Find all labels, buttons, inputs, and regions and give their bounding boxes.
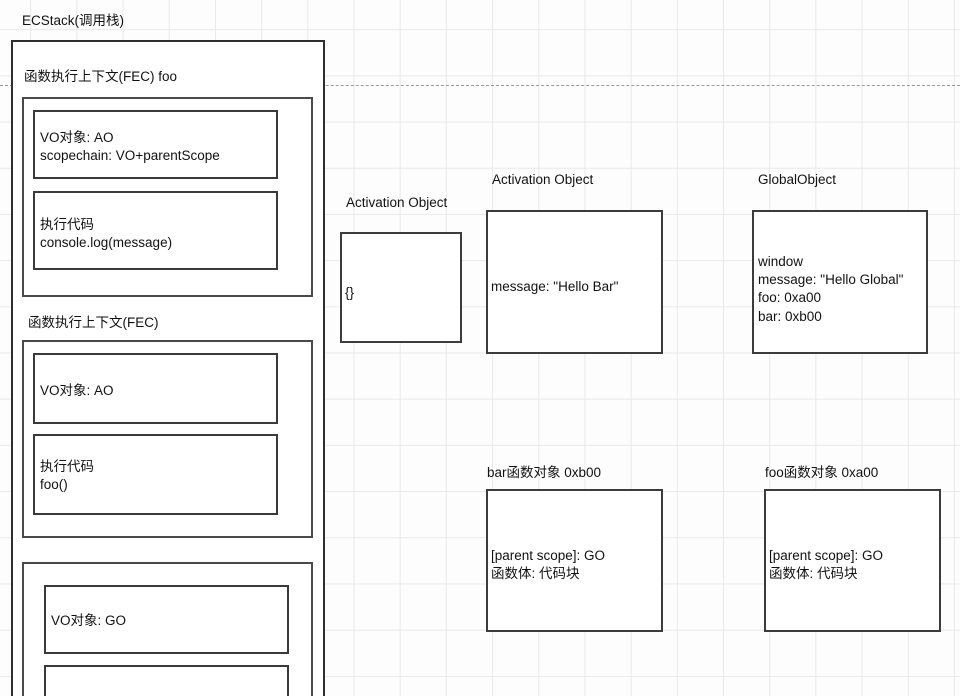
fec-slot-0-1: 执行代码 console.log(message) bbox=[33, 191, 278, 270]
object-box-1: message: "Hello Bar" bbox=[486, 210, 663, 354]
object-caption-2: GlobalObject bbox=[758, 172, 837, 187]
fec-title-0: 函数执行上下文(FEC) foo bbox=[24, 69, 178, 84]
object-caption-4: foo函数对象 0xa00 bbox=[765, 465, 879, 480]
object-caption-0: Activation Object bbox=[346, 195, 448, 210]
fec-title-1: 函数执行上下文(FEC) bbox=[28, 315, 159, 330]
fec-slot-text-0-1: 执行代码 console.log(message) bbox=[40, 217, 173, 251]
object-caption-1: Activation Object bbox=[492, 172, 594, 187]
object-body-0: {} bbox=[345, 285, 355, 300]
object-body-3: [parent scope]: GO 函数体: 代码块 bbox=[491, 548, 606, 582]
object-box-4: [parent scope]: GO 函数体: 代码块 bbox=[764, 489, 941, 632]
fec-slot-0-0: VO对象: AO scopechain: VO+parentScope bbox=[33, 110, 278, 179]
fec-slot-2-1 bbox=[44, 665, 289, 696]
dashed-guide-line bbox=[0, 85, 960, 86]
fec-slot-2-0: VO对象: GO bbox=[44, 585, 289, 654]
object-box-2: window message: "Hello Global" foo: 0xa0… bbox=[752, 210, 928, 354]
fec-slot-1-0: VO对象: AO bbox=[33, 353, 278, 424]
object-box-3: [parent scope]: GO 函数体: 代码块 bbox=[486, 489, 663, 632]
object-body-2: window message: "Hello Global" foo: 0xa0… bbox=[758, 254, 904, 324]
fec-slot-text-1-1: 执行代码 foo() bbox=[40, 459, 94, 493]
object-body-4: [parent scope]: GO 函数体: 代码块 bbox=[769, 548, 884, 582]
fec-slot-text-2-0: VO对象: GO bbox=[51, 613, 127, 628]
object-body-1: message: "Hello Bar" bbox=[491, 279, 619, 294]
object-caption-3: bar函数对象 0xb00 bbox=[487, 465, 602, 480]
fec-slot-text-1-0: VO对象: AO bbox=[40, 383, 114, 398]
fec-slot-text-0-0: VO对象: AO scopechain: VO+parentScope bbox=[40, 130, 220, 164]
object-box-0: {} bbox=[340, 232, 462, 343]
ecstack-label: ECStack(调用栈) bbox=[22, 13, 125, 28]
fec-slot-1-1: 执行代码 foo() bbox=[33, 434, 278, 515]
